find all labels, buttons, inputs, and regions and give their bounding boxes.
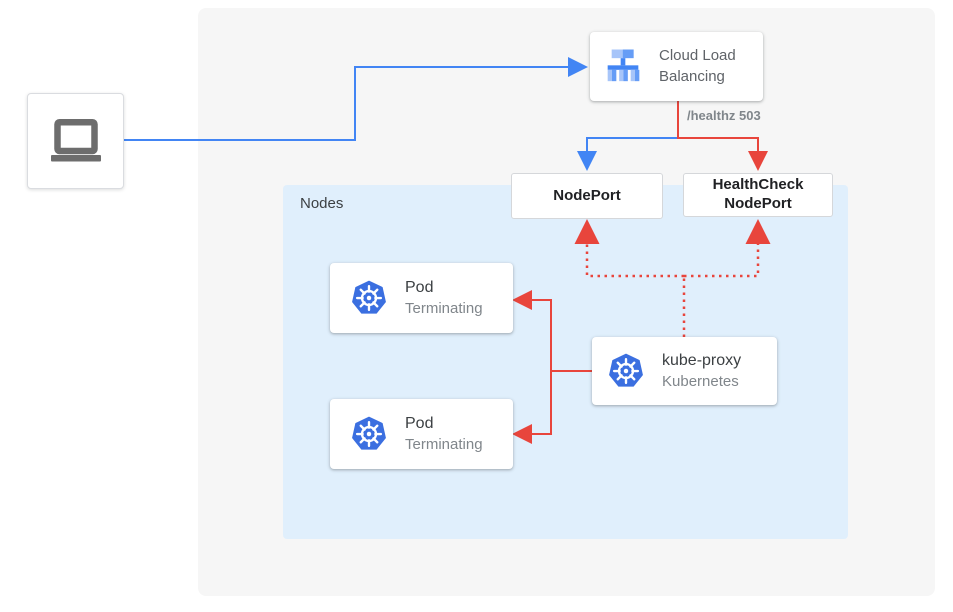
kubernetes-icon [352, 416, 386, 450]
pod-node-2: Pod Terminating [330, 399, 513, 469]
laptop-icon [50, 119, 101, 162]
healthcheck-nodeport-node: HealthCheck NodePort [683, 173, 833, 217]
kube-proxy-title: kube-proxy [662, 351, 742, 369]
pod-status: Terminating [405, 300, 483, 318]
pod-title: Pod [405, 414, 434, 432]
pod-status: Terminating [405, 436, 483, 454]
healthz-annotation: /healthz 503 [687, 108, 761, 123]
nodes-label: Nodes [300, 195, 344, 212]
load-balancer-icon [607, 49, 640, 81]
kube-proxy-node: kube-proxy Kubernetes [592, 337, 777, 405]
client-node [27, 93, 124, 189]
nodeport-node: NodePort [511, 173, 663, 219]
kubernetes-icon [352, 280, 386, 314]
cloud-load-balancing-node: Cloud Load Balancing [590, 32, 763, 101]
cloud-load-balancing-label: Cloud Load Balancing [659, 47, 736, 85]
pod-title: Pod [405, 278, 434, 296]
kubernetes-icon [609, 353, 643, 387]
pod-node-1: Pod Terminating [330, 263, 513, 333]
kube-proxy-subtitle: Kubernetes [662, 373, 739, 391]
